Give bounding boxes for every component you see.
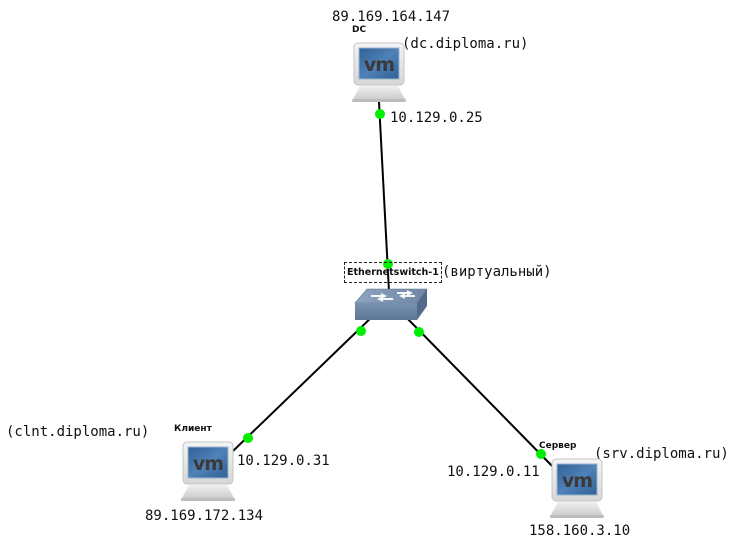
switch-node[interactable] — [353, 287, 429, 323]
server-external-ip: 158.160.3.10 — [529, 523, 631, 539]
vm-computer-icon — [175, 441, 239, 503]
server-node[interactable] — [544, 458, 608, 520]
link-status-dot-client — [243, 433, 253, 443]
vm-computer-icon — [544, 458, 608, 520]
client-node-label[interactable]: Клиент — [174, 424, 212, 434]
link-status-dot-dc — [375, 109, 385, 119]
dc-node-label[interactable]: DC — [352, 25, 367, 35]
dc-internal-ip: 10.129.0.25 — [390, 110, 483, 126]
client-fqdn: (clnt.diploma.ru) — [6, 424, 150, 440]
client-internal-ip: 10.129.0.31 — [237, 453, 330, 469]
dc-node[interactable] — [346, 42, 410, 104]
client-node[interactable] — [175, 441, 239, 503]
link-status-dot-server — [536, 449, 546, 459]
dc-fqdn: (dc.diploma.ru) — [402, 36, 529, 52]
switch-note: (виртуальный) — [442, 264, 552, 280]
ethernet-switch-icon — [354, 288, 428, 320]
link-switch-client[interactable] — [232, 312, 377, 452]
server-fqdn: (srv.diploma.ru) — [594, 446, 729, 462]
link-status-dot-switch-client — [356, 326, 366, 336]
link-switch-server[interactable] — [402, 313, 557, 471]
server-internal-ip: 10.129.0.11 — [447, 464, 540, 480]
switch-node-label[interactable]: Ethernetswitch-1 — [344, 262, 442, 283]
server-node-label[interactable]: Сервер — [539, 441, 577, 451]
vm-computer-icon — [346, 42, 410, 104]
link-status-dot-switch-server — [414, 327, 424, 337]
dc-external-ip: 89.169.164.147 — [332, 9, 451, 25]
client-external-ip: 89.169.172.134 — [145, 508, 264, 524]
link-status-dot-switch-dc — [383, 259, 393, 269]
